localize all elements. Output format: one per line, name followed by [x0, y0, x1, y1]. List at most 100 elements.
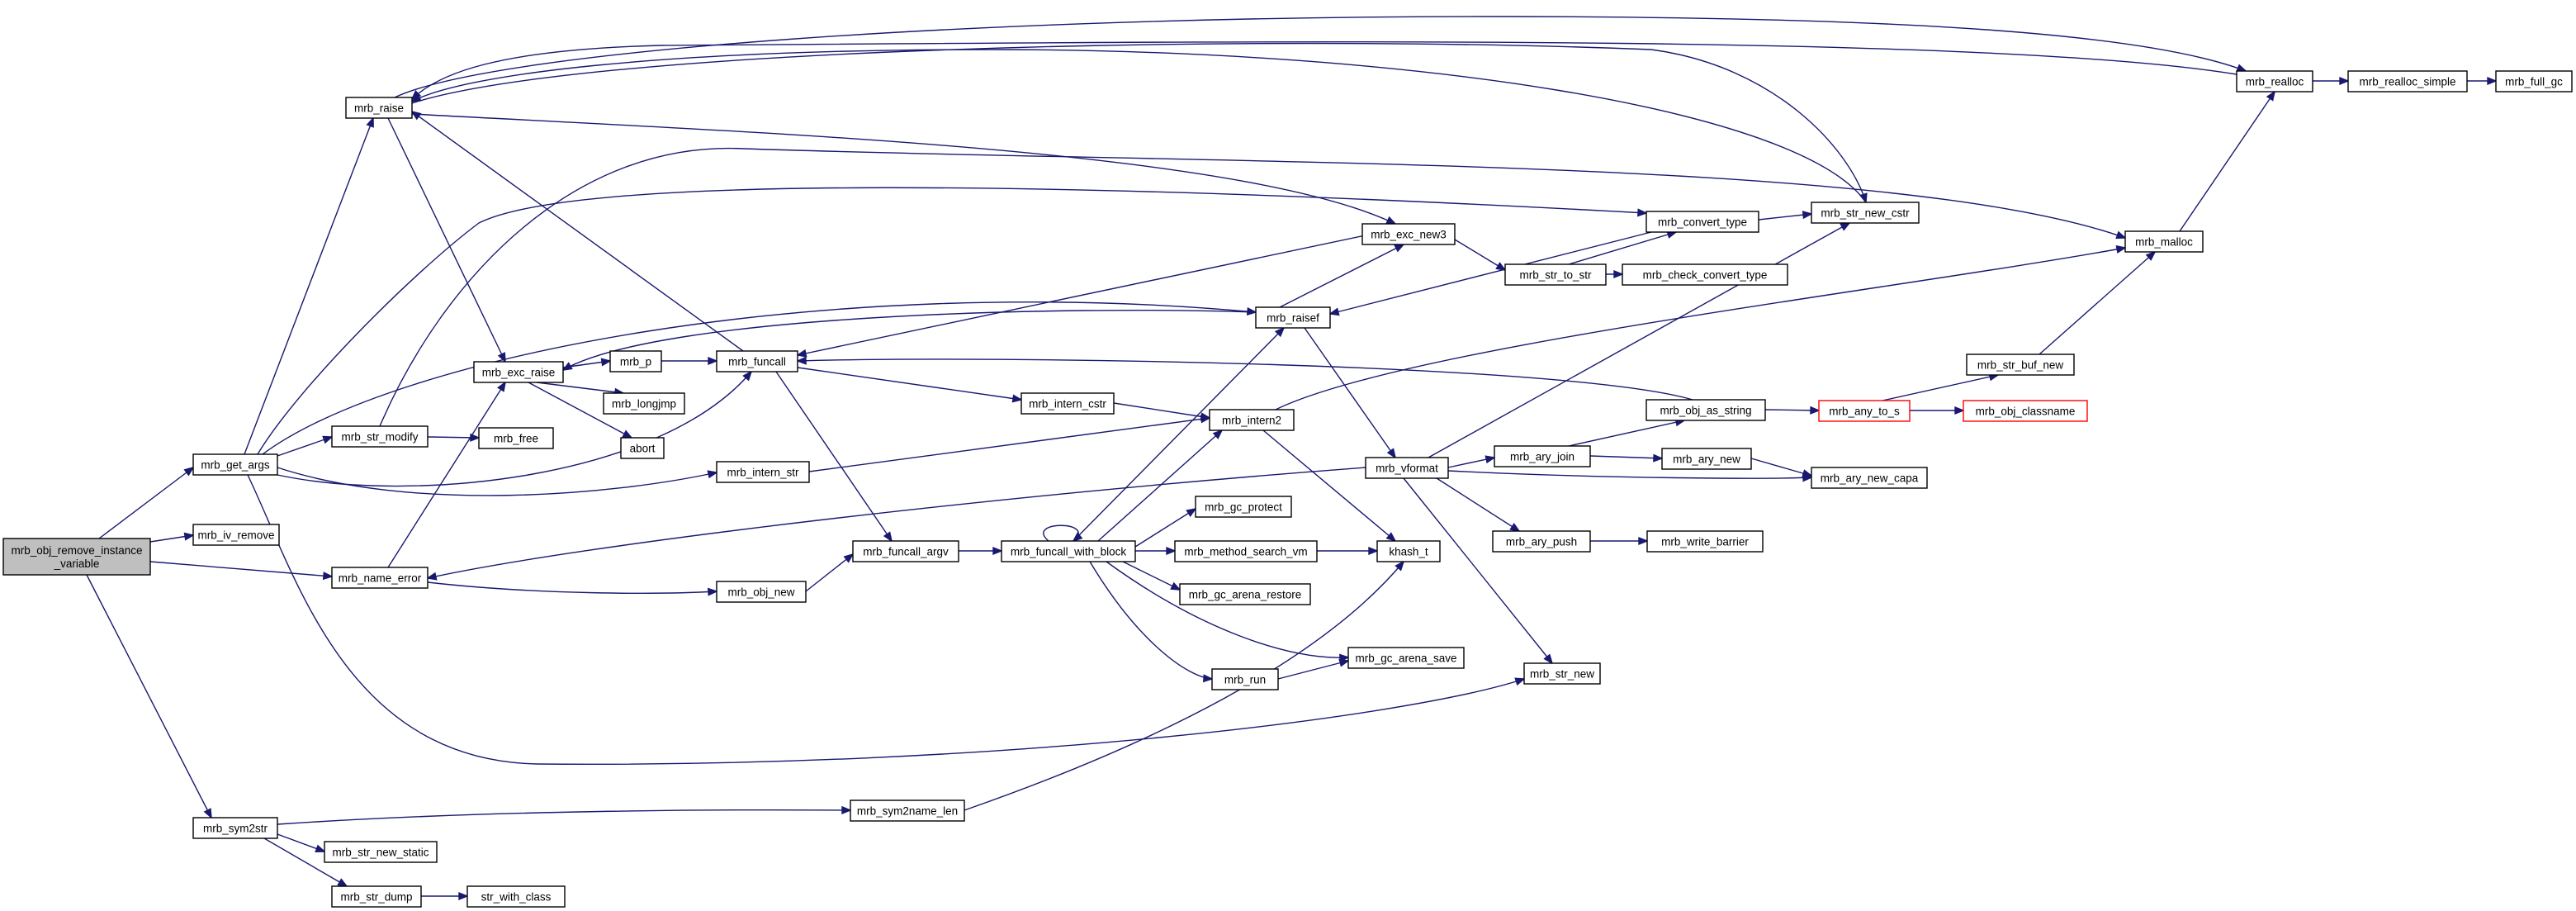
node-any-to-s[interactable]: mrb_any_to_s [1818, 400, 1911, 422]
node-obj-as-string[interactable]: mrb_obj_as_string [1646, 399, 1766, 421]
node-str-buf-new[interactable]: mrb_str_buf_new [1966, 353, 2075, 376]
edge-sym2str-str_dump [263, 837, 348, 887]
node-str-new-cstr[interactable]: mrb_str_new_cstr [1811, 202, 1920, 224]
node-box [1646, 399, 1766, 421]
node-label: mrb_iv_remove [197, 529, 274, 542]
node-label: mrb_ary_join [1510, 451, 1574, 463]
node-realloc-simple[interactable]: mrb_realloc_simple [2347, 70, 2468, 93]
arrowhead-icon [458, 891, 469, 901]
node-funcall-argv[interactable]: mrb_funcall_argv [852, 540, 959, 562]
node-ary-new[interactable]: mrb_ary_new [1661, 448, 1752, 470]
arrowhead-icon [2266, 90, 2276, 102]
arrowhead-icon [1495, 262, 1507, 271]
node-sym2name-len[interactable]: mrb_sym2name_len [850, 799, 965, 822]
edge-line [797, 358, 1693, 401]
node-box [2, 538, 151, 576]
node-method-search-vm[interactable]: mrb_method_search_vm [1174, 540, 1318, 562]
node-khash-t[interactable]: khash_t [1376, 540, 1441, 562]
node-sym2str[interactable]: mrb_sym2str [192, 817, 278, 839]
node-intern-str[interactable]: mrb_intern_str [716, 461, 810, 483]
node-p[interactable]: mrb_p [609, 350, 662, 372]
node-write-barrier[interactable]: mrb_write_barrier [1646, 530, 1764, 553]
arrowhead-icon [203, 808, 212, 819]
node-str-with-class[interactable]: str_with_class [466, 885, 566, 908]
node-str-new[interactable]: mrb_str_new [1523, 662, 1601, 685]
edge-ary_new-ary_new_capa [1750, 458, 1813, 477]
node-gc-arena-save[interactable]: mrb_gc_arena_save [1347, 647, 1465, 669]
node-gc-protect[interactable]: mrb_gc_protect [1195, 496, 1292, 518]
node-box [716, 581, 807, 603]
node-str-dump[interactable]: mrb_str_dump [331, 885, 422, 908]
arrowhead-icon [561, 362, 573, 371]
node-name-error[interactable]: mrb_name_error [331, 567, 429, 589]
node-exc-raise[interactable]: mrb_exc_raise [473, 361, 564, 383]
edge-line [411, 49, 1867, 203]
node-exc-new3[interactable]: mrb_exc_new3 [1361, 223, 1456, 245]
edge-sym2str-sym2name_len [277, 805, 852, 825]
node-ary-new-capa[interactable]: mrb_ary_new_capa [1811, 467, 1928, 489]
node-vformat[interactable]: mrb_vformat [1365, 457, 1449, 479]
node-run[interactable]: mrb_run [1211, 668, 1279, 690]
node-intern2[interactable]: mrb_intern2 [1209, 409, 1295, 431]
edge-exc_new3-str_to_str [1454, 239, 1507, 271]
edge-line [1113, 402, 1210, 419]
arrowhead-icon [1338, 658, 1350, 667]
node-box [331, 425, 429, 448]
node-label: mrb_intern_cstr [1029, 398, 1106, 410]
edge-line [262, 301, 1257, 455]
node-funcall[interactable]: mrb_funcall [716, 350, 798, 372]
node-str-modify[interactable]: mrb_str_modify [331, 425, 429, 448]
arrowhead-icon [1637, 208, 1648, 217]
node-raisef[interactable]: mrb_raisef [1255, 306, 1331, 329]
node-malloc[interactable]: mrb_malloc [2124, 230, 2204, 253]
node-box [2347, 70, 2468, 93]
node-root[interactable]: mrb_obj_remove_instance_variable [2, 538, 151, 576]
node-longjmp[interactable]: mrb_longjmp [603, 392, 685, 415]
node-realloc[interactable]: mrb_realloc [2236, 70, 2313, 93]
node-str-new-static[interactable]: mrb_str_new_static [324, 841, 438, 863]
edge-line [1043, 524, 1079, 542]
arrowhead-icon [600, 358, 612, 367]
node-ary-join[interactable]: mrb_ary_join [1494, 445, 1591, 467]
arrowhead-icon [1653, 453, 1664, 463]
node-check-convert-type[interactable]: mrb_check_convert_type [1622, 263, 1788, 286]
node-box [1361, 223, 1456, 245]
node-raise[interactable]: mrb_raise [345, 97, 413, 119]
edge-line [411, 42, 1867, 203]
node-gc-arena-restore[interactable]: mrb_gc_arena_restore [1179, 583, 1311, 605]
node-intern-cstr[interactable]: mrb_intern_cstr [1020, 392, 1115, 415]
arrowhead-icon [2487, 76, 2498, 86]
edge-name_error-vformat [426, 467, 1366, 581]
edge-name_error-obj_new [427, 581, 718, 596]
node-box [1963, 400, 2088, 422]
arrowhead-icon [2115, 230, 2127, 240]
arrowhead-icon [708, 356, 718, 366]
arrowhead-icon [2339, 76, 2350, 86]
edge-funcall-raise [410, 110, 744, 352]
node-funcall-with-block[interactable]: mrb_funcall_with_block [1001, 540, 1136, 562]
edge-line [86, 574, 212, 818]
node-free[interactable]: mrb_free [478, 427, 554, 449]
edge-line [411, 40, 2237, 100]
edge-get_args-raise [244, 116, 374, 455]
node-get-args[interactable]: mrb_get_args [192, 453, 278, 476]
node-iv-remove[interactable]: mrb_iv_remove [192, 524, 280, 546]
node-label: mrb_exc_new3 [1371, 229, 1447, 241]
node-str-to-str[interactable]: mrb_str_to_str [1504, 263, 1607, 286]
edge-convert_type-str_new_cstr [1758, 211, 1813, 221]
arrowhead-icon [1368, 546, 1379, 556]
edge-raisef-exc_new3 [1279, 244, 1405, 308]
node-label: mrb_free [494, 433, 538, 445]
edge-line [1275, 247, 2126, 410]
node-label: mrb_write_barrier [1661, 536, 1749, 548]
node-abort[interactable]: abort [620, 437, 665, 459]
node-convert-type[interactable]: mrb_convert_type [1646, 211, 1759, 233]
node-obj-new[interactable]: mrb_obj_new [716, 581, 807, 603]
node-box [192, 453, 278, 476]
node-obj-classname[interactable]: mrb_obj_classname [1963, 400, 2088, 422]
node-ary-push[interactable]: mrb_ary_push [1492, 530, 1591, 553]
node-label: mrb_ary_new [1673, 453, 1740, 466]
node-full-gc[interactable]: mrb_full_gc [2495, 70, 2573, 93]
arrowhead-icon [315, 844, 326, 853]
edge-realloc-realloc_simple [2313, 76, 2350, 86]
